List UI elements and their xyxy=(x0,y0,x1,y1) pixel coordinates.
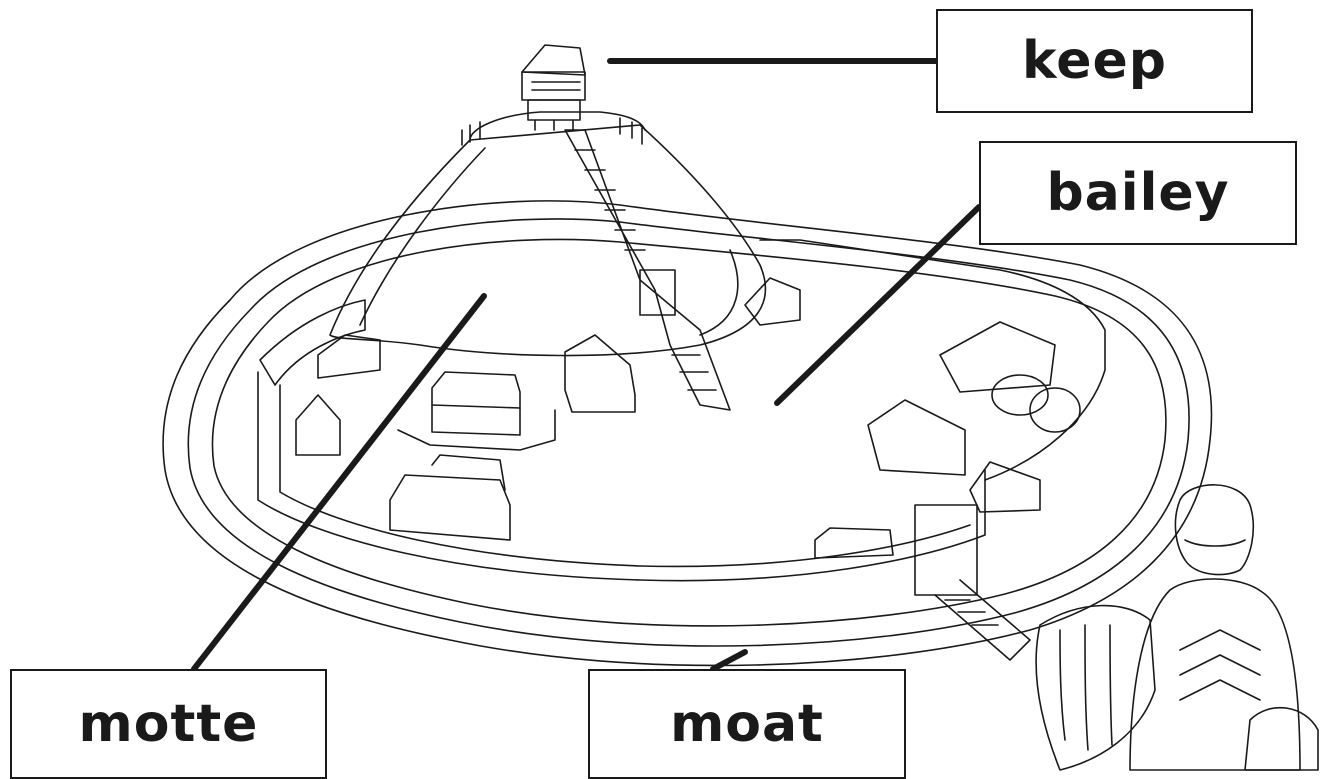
motte-label-box: motte xyxy=(10,669,327,779)
motte-mound xyxy=(329,111,767,357)
bailey-palisade xyxy=(257,239,1106,582)
keep-label-box: keep xyxy=(936,9,1253,113)
bailey-buildings xyxy=(295,277,1081,559)
moat-label-box: moat xyxy=(588,669,906,779)
moat-leader-line xyxy=(710,649,748,672)
motte-leader-line xyxy=(191,293,487,672)
leader-lines xyxy=(191,58,982,672)
moat-rings xyxy=(162,200,1213,667)
keep-tower xyxy=(521,44,586,131)
motte-bridge xyxy=(564,129,731,411)
keep-label: keep xyxy=(1022,31,1167,91)
moat-label: moat xyxy=(670,694,824,754)
bailey-leader-line xyxy=(774,204,982,406)
bailey-label: bailey xyxy=(1046,163,1230,223)
gatehouse xyxy=(914,504,1031,661)
motte-label: motte xyxy=(78,694,259,754)
bailey-label-box: bailey xyxy=(979,141,1297,245)
knight-figure xyxy=(1035,484,1319,771)
